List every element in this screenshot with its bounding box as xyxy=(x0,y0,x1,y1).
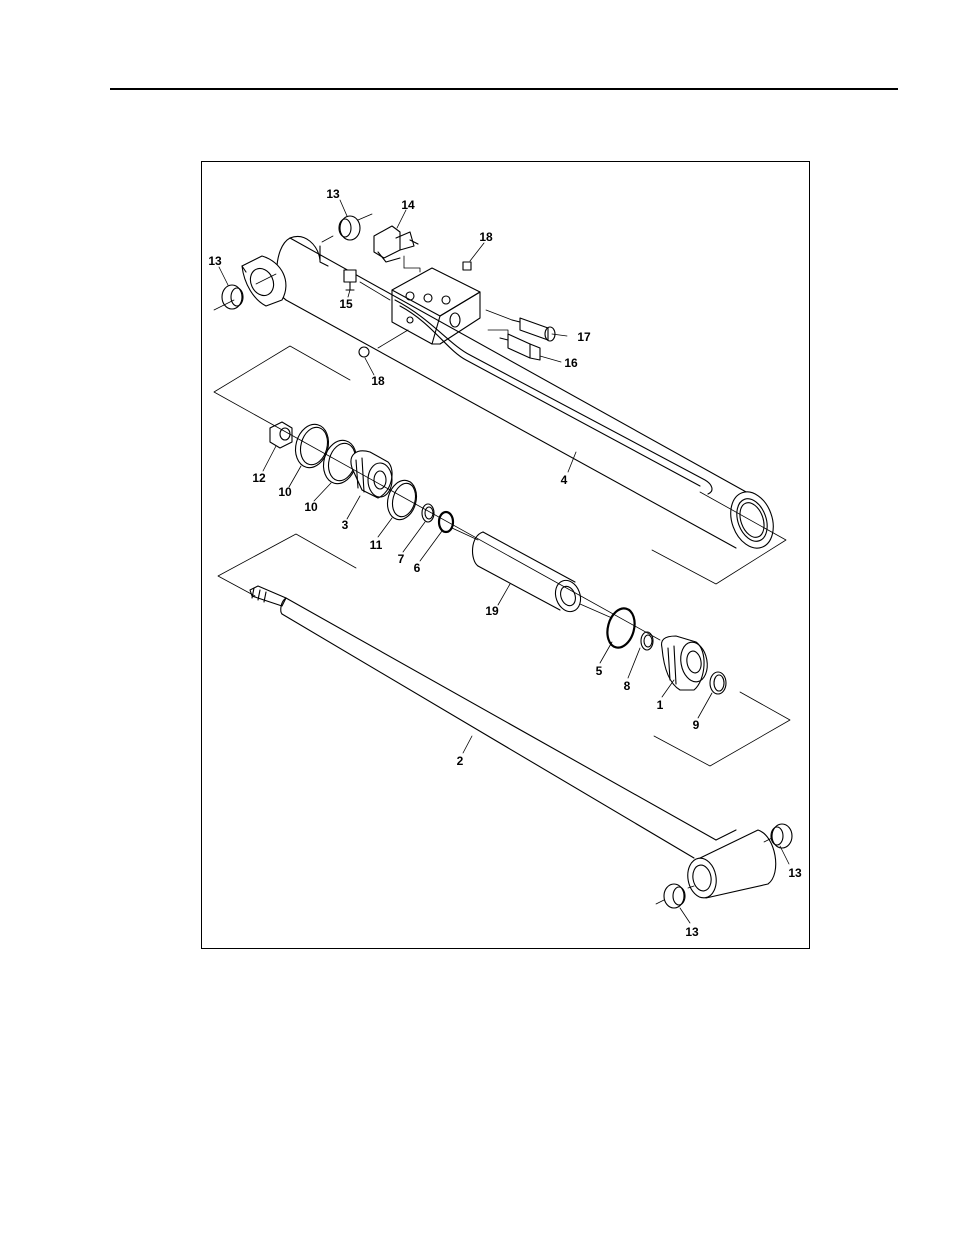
piston xyxy=(351,451,392,498)
callout-7: 7 xyxy=(398,552,405,566)
callout-4: 4 xyxy=(561,473,568,487)
callout-10-first: 10 xyxy=(278,485,292,499)
callout-13-rod-left: 13 xyxy=(685,925,699,939)
bushing-barrel-left xyxy=(222,285,243,309)
callout-labels: 1 2 3 4 5 6 7 8 9 10 10 11 12 13 13 13 1… xyxy=(208,187,802,939)
callout-15: 15 xyxy=(339,297,353,311)
center-lines xyxy=(214,214,790,904)
bushing-rod-right xyxy=(771,824,792,848)
callout-5: 5 xyxy=(596,664,603,678)
callout-13-barrel-top: 13 xyxy=(326,187,340,201)
callout-10-second: 10 xyxy=(304,500,318,514)
callout-6: 6 xyxy=(414,561,421,575)
check-valve-cartridge xyxy=(500,334,540,360)
callout-19: 19 xyxy=(485,604,499,618)
callout-8: 8 xyxy=(624,679,631,693)
callout-14: 14 xyxy=(401,198,415,212)
callout-18-lower: 18 xyxy=(371,374,385,388)
bushing-barrel-top xyxy=(339,216,360,240)
piston-rod xyxy=(250,586,776,900)
piston-o-ring xyxy=(439,512,453,532)
straight-fitting xyxy=(344,270,356,290)
callout-13-rod-right: 13 xyxy=(788,866,802,880)
backup-ring-a xyxy=(291,421,333,472)
cylinder-barrel xyxy=(277,237,781,555)
trunnion-lug xyxy=(242,256,286,306)
plug-lower xyxy=(359,347,369,357)
callout-1: 1 xyxy=(657,698,664,712)
callout-9: 9 xyxy=(693,718,700,732)
callout-17: 17 xyxy=(577,330,591,344)
relief-valve-cartridge xyxy=(512,318,555,341)
bushing-rod-left xyxy=(664,884,685,908)
callout-12: 12 xyxy=(252,471,266,485)
plug-upper xyxy=(463,262,471,270)
leader-lines xyxy=(219,200,789,923)
gland-o-ring xyxy=(603,605,638,650)
piston-nut xyxy=(270,422,292,448)
elbow-fitting xyxy=(374,226,418,262)
callout-18-upper: 18 xyxy=(479,230,493,244)
callout-13-barrel-left: 13 xyxy=(208,254,222,268)
gland xyxy=(662,636,711,690)
wiper xyxy=(710,672,726,694)
callout-3: 3 xyxy=(342,518,349,532)
callout-16: 16 xyxy=(564,356,578,370)
callout-11: 11 xyxy=(370,538,383,552)
callout-2: 2 xyxy=(457,754,464,768)
stop-tube xyxy=(473,532,585,615)
